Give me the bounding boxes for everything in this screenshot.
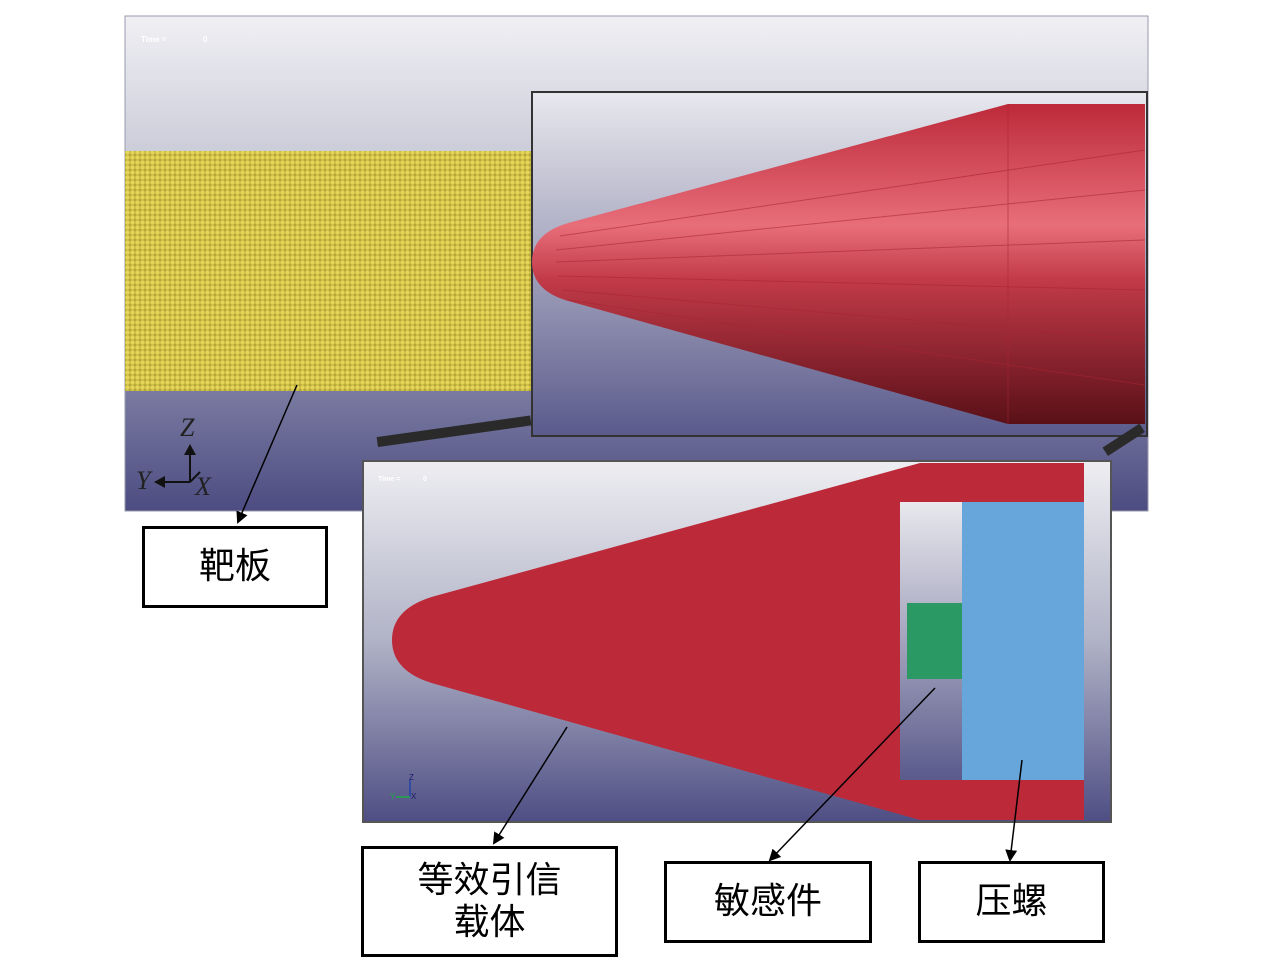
bottom-axis-triad xyxy=(396,780,411,798)
bottom-axis-x: X xyxy=(411,792,417,801)
arrow-target-plate xyxy=(236,384,298,524)
arrow-fuze-carrier xyxy=(492,726,568,845)
projectile-nose-3d xyxy=(532,104,1145,424)
bottom-section-view xyxy=(362,460,1112,823)
connector-bar-left xyxy=(376,415,532,447)
label-fuze-carrier-line1: 等效引信 xyxy=(417,860,562,902)
top-time-value-text: 0 xyxy=(203,35,208,44)
bottom-axis-z: Z xyxy=(409,773,414,782)
connector-bar-right xyxy=(1102,423,1145,456)
arrow-press-screw xyxy=(1005,759,1023,862)
top-axis-x: X xyxy=(195,472,211,501)
bottom-time-value: 0 xyxy=(423,476,427,483)
label-press-screw: 压螺 xyxy=(918,861,1105,943)
sensitive-element-block xyxy=(907,603,962,679)
top-axis-triad xyxy=(154,444,201,488)
top-axis-z: Z xyxy=(180,413,195,442)
label-target-plate-text: 靶板 xyxy=(198,546,271,588)
target-plate-mesh xyxy=(125,151,533,391)
press-screw-block xyxy=(962,502,1084,780)
bottom-time-label: Time = xyxy=(378,476,400,483)
bottom-time-label-text: Time = xyxy=(378,476,401,483)
label-fuze-carrier-line2: 载体 xyxy=(453,901,526,943)
label-sensitive-element: 敏感件 xyxy=(664,861,872,943)
top-time-value: 0 xyxy=(203,35,207,44)
zoom-inset-view xyxy=(531,91,1148,437)
label-sensitive-element-text: 敏感件 xyxy=(713,881,822,923)
label-press-screw-text: 压螺 xyxy=(975,881,1048,923)
bottom-axis-y: Y xyxy=(390,792,396,801)
projectile-facets xyxy=(555,104,1146,424)
top-time-label-text: Time = xyxy=(141,35,167,44)
top-time-label: Time = xyxy=(141,35,166,44)
bottom-time-value-text: 0 xyxy=(423,476,427,483)
label-target-plate: 靶板 xyxy=(142,526,328,608)
top-axis-y: Y xyxy=(136,466,151,495)
arrow-sensitive-element xyxy=(768,687,936,862)
label-fuze-carrier: 等效引信 载体 xyxy=(361,846,618,957)
